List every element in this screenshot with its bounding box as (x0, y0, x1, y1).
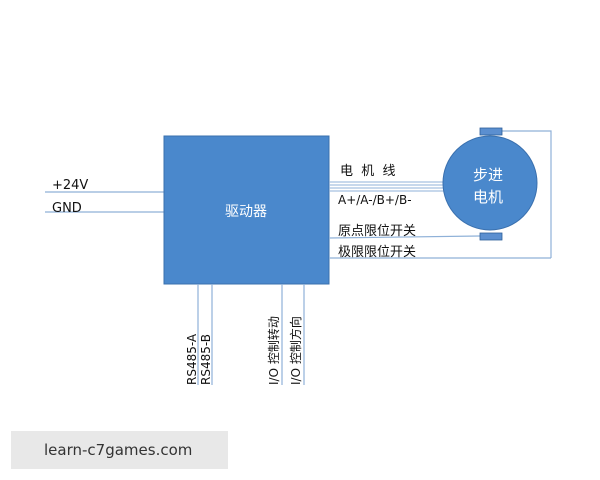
limit-switch-label: 极限限位开关 (338, 245, 416, 260)
watermark-box (11, 431, 228, 469)
home-switch-icon (479, 232, 503, 241)
watermark-text: learn-c7games.com (44, 441, 193, 459)
driver-label: 驱动器 (225, 204, 267, 220)
motor-label-line2: 电机 (473, 188, 503, 206)
power-gnd-label: GND (52, 201, 82, 216)
rs485-b-label: RS485-B (199, 334, 213, 385)
driver-box (163, 135, 330, 285)
stepper-motor (442, 135, 538, 231)
limit-switch-return-wire (502, 130, 552, 258)
home-switch-wire (328, 235, 481, 239)
motor-wire-bundle (329, 181, 452, 192)
motor-label-line1: 步进 (473, 166, 503, 184)
motor-wire-title: 电 机 线 (340, 164, 396, 179)
rs485-a-label: RS485-A (185, 333, 199, 385)
io-direction-label: I/O 控制方向 (288, 316, 303, 385)
power-24v-label: +24V (52, 178, 88, 193)
io-rotate-label: I/O 控制转动 (266, 316, 281, 385)
limit-switch-icon (479, 127, 503, 136)
motor-wire-pins: A+/A-/B+/B- (338, 193, 412, 207)
home-switch-label: 原点限位开关 (338, 224, 416, 239)
